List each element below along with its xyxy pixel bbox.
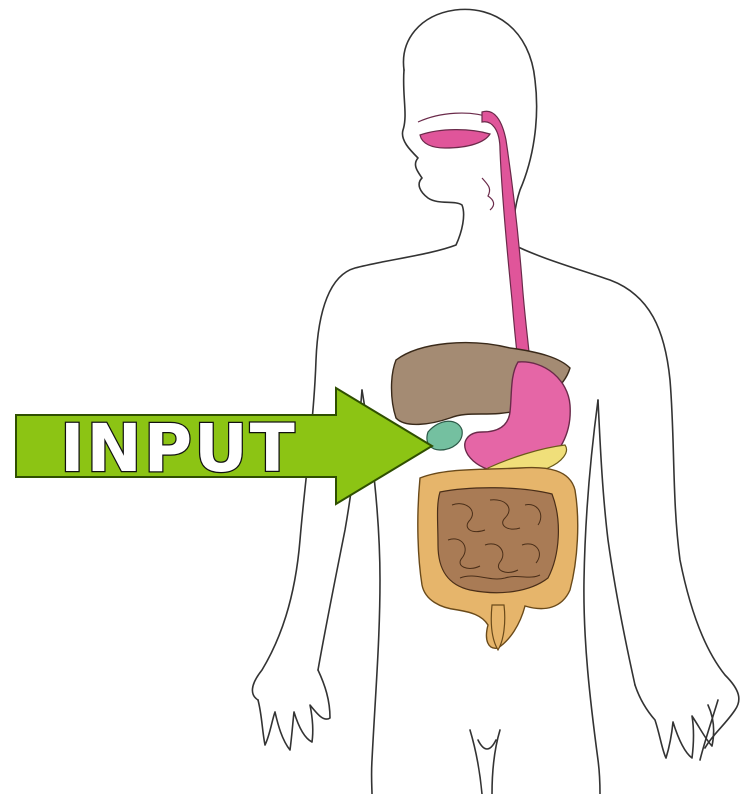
right-hand: [635, 685, 714, 758]
right-inner-arm: [598, 400, 635, 685]
crotch: [478, 740, 496, 749]
esophagus: [482, 111, 530, 362]
input-arrow: INPUT: [16, 388, 432, 504]
left-hand: [258, 670, 330, 750]
arrow-label: INPUT: [60, 410, 297, 487]
throat-detail: [482, 178, 494, 210]
mouth: [420, 130, 490, 148]
right-torso: [584, 400, 600, 794]
palate: [418, 113, 492, 122]
left-inner-leg: [470, 730, 482, 794]
